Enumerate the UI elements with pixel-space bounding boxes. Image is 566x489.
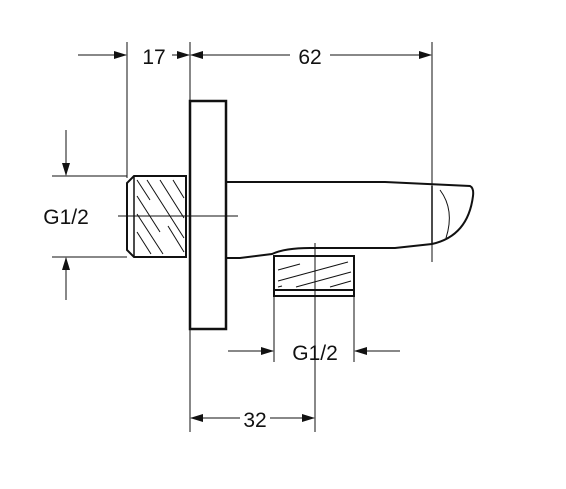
spout-outlet-curve bbox=[439, 189, 450, 239]
wall-flange bbox=[188, 99, 228, 331]
arrowheads bbox=[62, 51, 432, 422]
arrow-left-down bbox=[62, 163, 70, 176]
spout-body bbox=[226, 181, 475, 259]
arrow-32-left bbox=[190, 414, 203, 422]
arrow-bottom-thread-left bbox=[354, 347, 367, 355]
arrow-17-left bbox=[177, 51, 190, 59]
dim-label-left-thread: G1/2 bbox=[43, 206, 89, 229]
outlet-thread-body bbox=[273, 255, 355, 297]
arrow-62-left bbox=[190, 51, 203, 59]
arrow-62-right bbox=[419, 51, 432, 59]
dim-label-bottom-thread: G1/2 bbox=[292, 342, 338, 365]
arrow-17-right bbox=[114, 51, 127, 59]
dim-label-32: 32 bbox=[243, 409, 266, 432]
inlet-thread-hatching bbox=[136, 179, 185, 255]
outlet-thread-hatching bbox=[277, 261, 352, 288]
dim-label-62: 62 bbox=[298, 46, 321, 69]
extension-lines bbox=[52, 42, 433, 432]
arrow-32-right bbox=[302, 414, 315, 422]
arrow-bottom-thread-right bbox=[261, 347, 274, 355]
inlet-thread bbox=[126, 175, 187, 258]
dimension-lines bbox=[65, 54, 431, 419]
arrow-left-up bbox=[62, 257, 70, 270]
dim-label-17: 17 bbox=[142, 46, 165, 69]
outlet-thread bbox=[273, 255, 355, 297]
